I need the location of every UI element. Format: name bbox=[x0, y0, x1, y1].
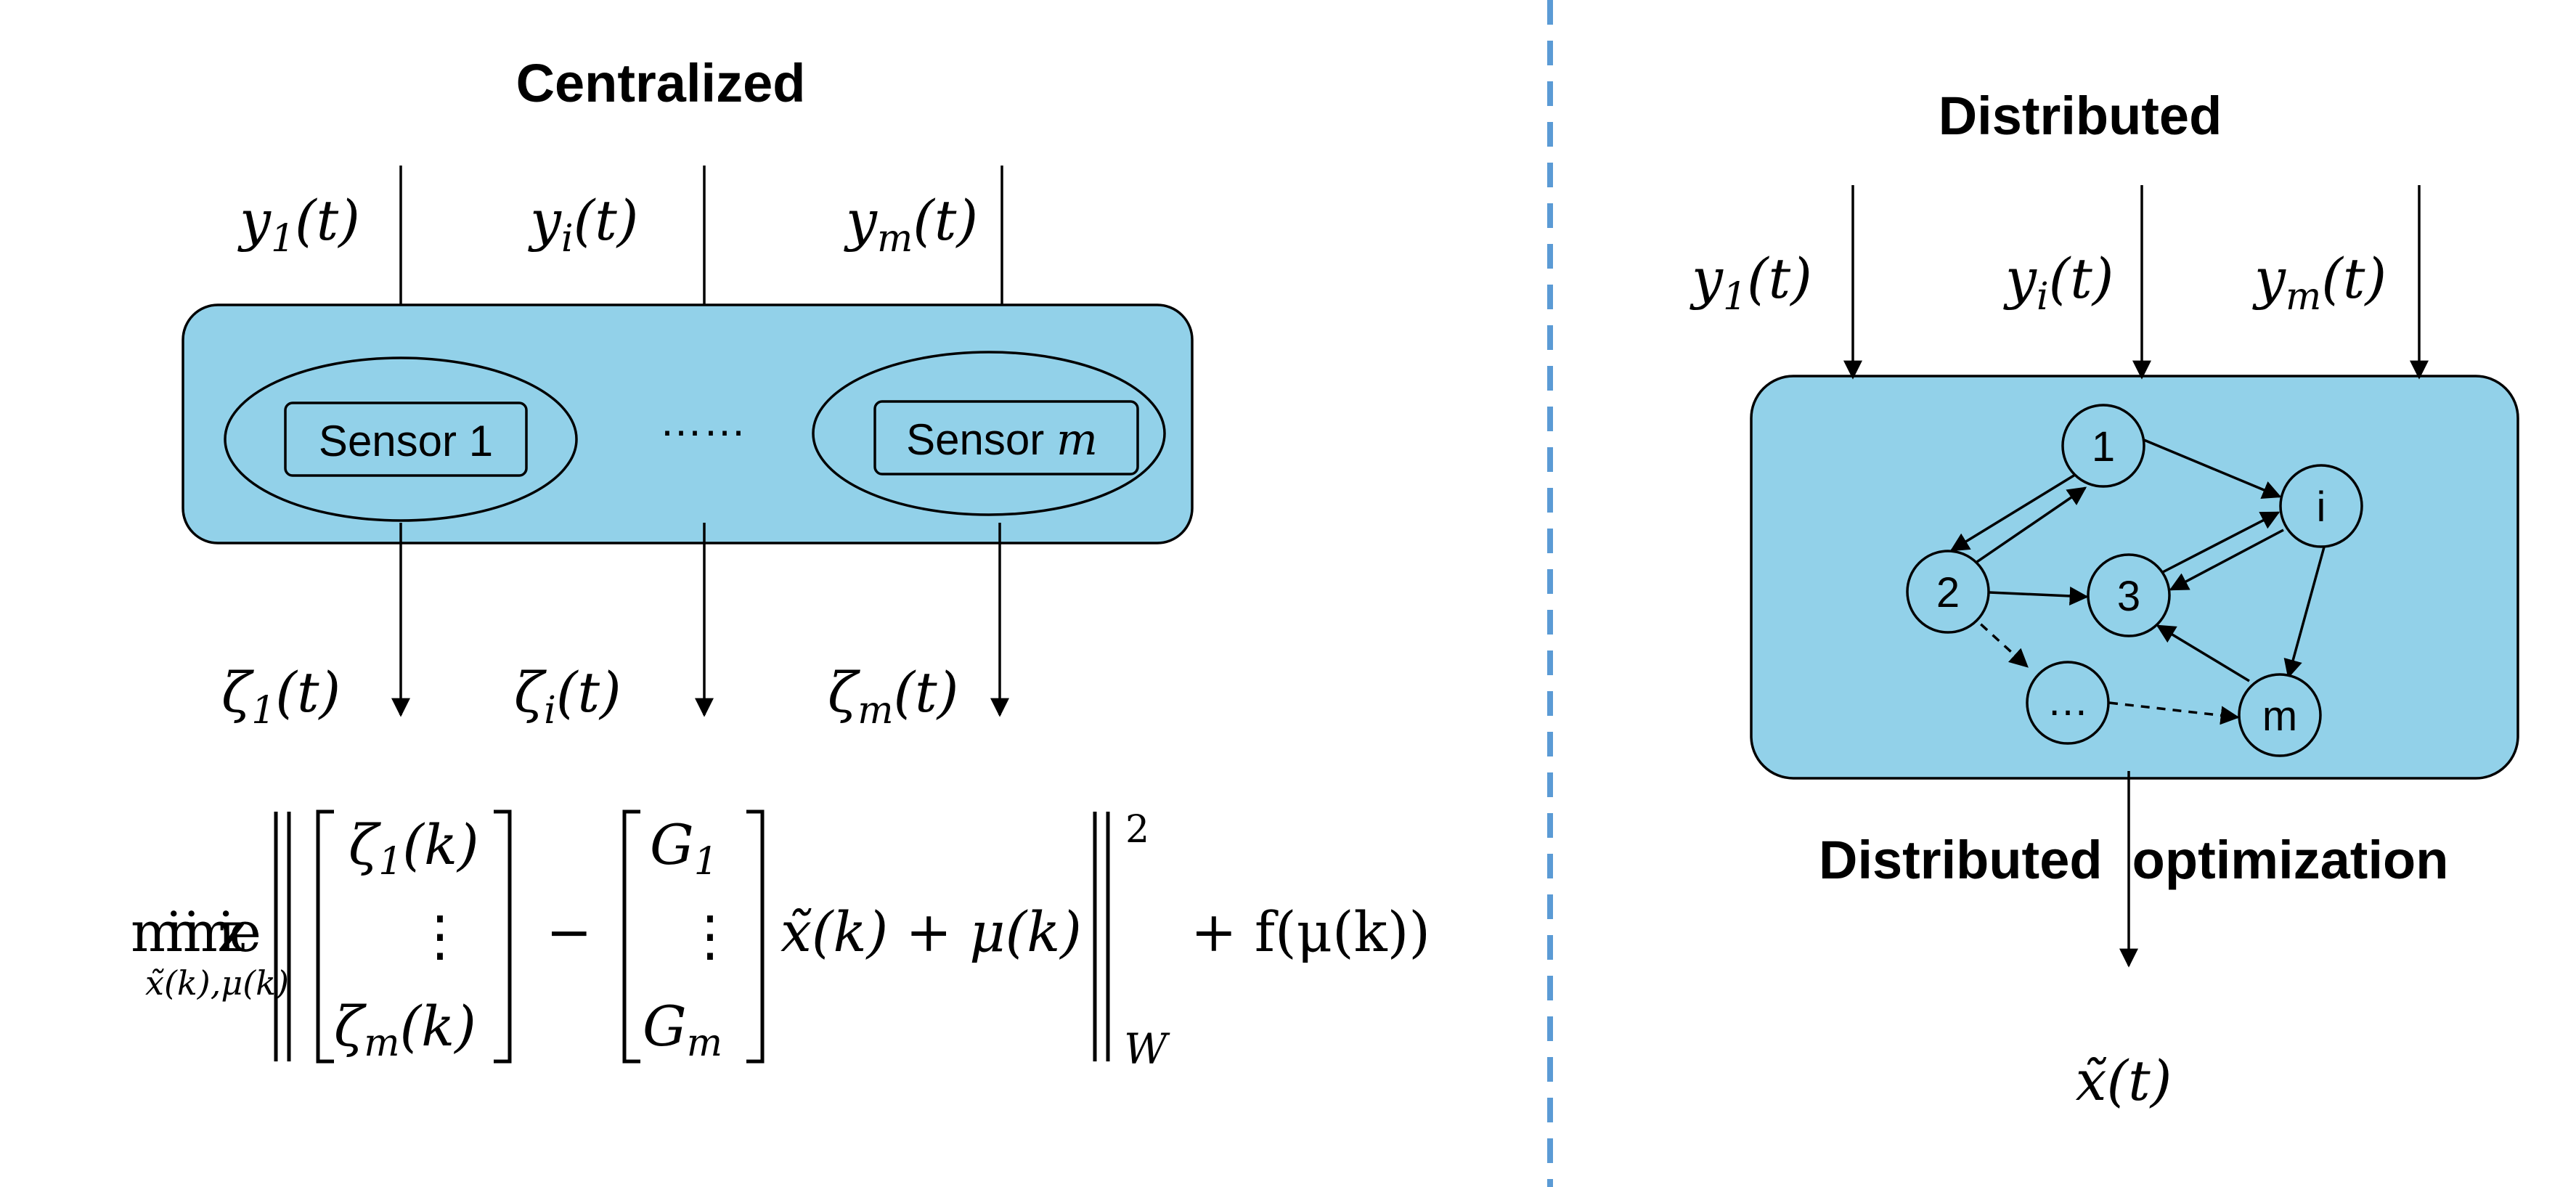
edge-m-to-3 bbox=[2156, 624, 2250, 682]
node-i: i bbox=[2279, 464, 2363, 548]
sensor-m-label: Sensor m bbox=[906, 415, 1098, 465]
formula-minus: − bbox=[546, 900, 592, 964]
centralized-output-zetai: ζi(t) bbox=[514, 660, 621, 733]
centralized-input-ym: ym(t) bbox=[844, 188, 978, 261]
distributed-input-ym: ym(t) bbox=[2252, 246, 2387, 319]
centralized-output-zeta1: ζ1(t) bbox=[221, 660, 341, 733]
g-vector-bottom: Gm bbox=[643, 994, 722, 1065]
svg-text:i: i bbox=[2317, 484, 2326, 531]
sensor-m-box bbox=[873, 400, 1139, 476]
distributed-title: Distributed bbox=[1939, 86, 2222, 146]
node-3: 3 bbox=[2087, 553, 2171, 637]
formula-minimize: minimize bbox=[131, 900, 261, 964]
edge-2-to-1-b bbox=[1956, 486, 2087, 577]
node-1: 1 bbox=[2061, 404, 2145, 488]
node-2: 2 bbox=[1906, 550, 1990, 634]
edge-1-to-2-a bbox=[1949, 473, 2076, 552]
sensor-m-ellipse bbox=[812, 351, 1166, 516]
zeta-vector-vdots: ⋮ bbox=[412, 903, 468, 968]
centralized-input-yi: yi(t) bbox=[528, 188, 638, 261]
centralized-optimization-formula: minimize x̃(k),μ(k) ζ1(k) ⋮ ζm(k) − G1 ⋮… bbox=[131, 808, 1430, 1074]
svg-text:2: 2 bbox=[1936, 569, 1960, 616]
centralized-fusion-box bbox=[182, 303, 1194, 544]
centralized-output-zetam: ζm(t) bbox=[828, 660, 958, 733]
formula-middle-term: x̃(k) + μ(k) bbox=[780, 900, 1082, 964]
formula-minimize-subscript: x̃(k),μ(k) bbox=[145, 963, 289, 1003]
svg-text:1: 1 bbox=[2092, 423, 2115, 470]
distributed-optimization-label: Distributed optimization bbox=[1819, 830, 2448, 890]
svg-text:m: m bbox=[2262, 693, 2297, 740]
edge-2-to-ellipsis bbox=[1968, 612, 2029, 668]
distributed-input-yi: yi(t) bbox=[2003, 246, 2114, 319]
zeta-vector-bracket-left bbox=[316, 809, 334, 1064]
sensor-ellipsis: …… bbox=[659, 396, 746, 445]
centralized-title: Centralized bbox=[516, 53, 806, 113]
norm-subscript: W bbox=[1124, 1024, 1170, 1074]
zeta-vector-bottom: ζm(k) bbox=[334, 994, 476, 1065]
svg-text:3: 3 bbox=[2117, 573, 2140, 620]
node-m: m bbox=[2238, 673, 2322, 757]
svg-text:…: … bbox=[2047, 677, 2089, 725]
g-vector-vdots: ⋮ bbox=[682, 903, 738, 968]
edge-ellipsis-to-m bbox=[2108, 701, 2240, 725]
centralized-input-y1: y1(t) bbox=[237, 188, 360, 261]
node-ellipsis: … bbox=[2026, 661, 2110, 745]
g-vector-bracket-left bbox=[622, 809, 640, 1064]
formula-tail: + f(μ(k)) bbox=[1191, 900, 1430, 964]
centralized-panel: Centralized y1(t) yi(t) ym(t) Sensor 1 …… bbox=[131, 53, 1430, 1074]
sensor-1-label: Sensor 1 bbox=[319, 417, 493, 465]
distributed-input-y1: y1(t) bbox=[1690, 246, 1812, 319]
distributed-output-xtilde: x̃(t) bbox=[2076, 1048, 2172, 1113]
distributed-panel: Distributed y1(t) yi(t) ym(t) 1 i bbox=[1690, 86, 2519, 1113]
edge-1-to-i bbox=[2143, 439, 2282, 499]
zeta-vector-top: ζ1(k) bbox=[349, 812, 479, 884]
g-vector-bracket-right bbox=[746, 809, 765, 1064]
g-vector-top: G1 bbox=[650, 812, 718, 884]
edge-2-to-3 bbox=[1989, 586, 2089, 605]
edge-i-to-m bbox=[2283, 544, 2326, 679]
zeta-vector-bracket-right bbox=[494, 809, 512, 1064]
edge-3-to-i bbox=[2159, 511, 2281, 575]
norm-power: 2 bbox=[1125, 808, 1149, 852]
sensor-1-box bbox=[284, 401, 528, 477]
edge-i-to-3 bbox=[2169, 529, 2284, 591]
sensor-1-ellipse bbox=[224, 356, 578, 522]
